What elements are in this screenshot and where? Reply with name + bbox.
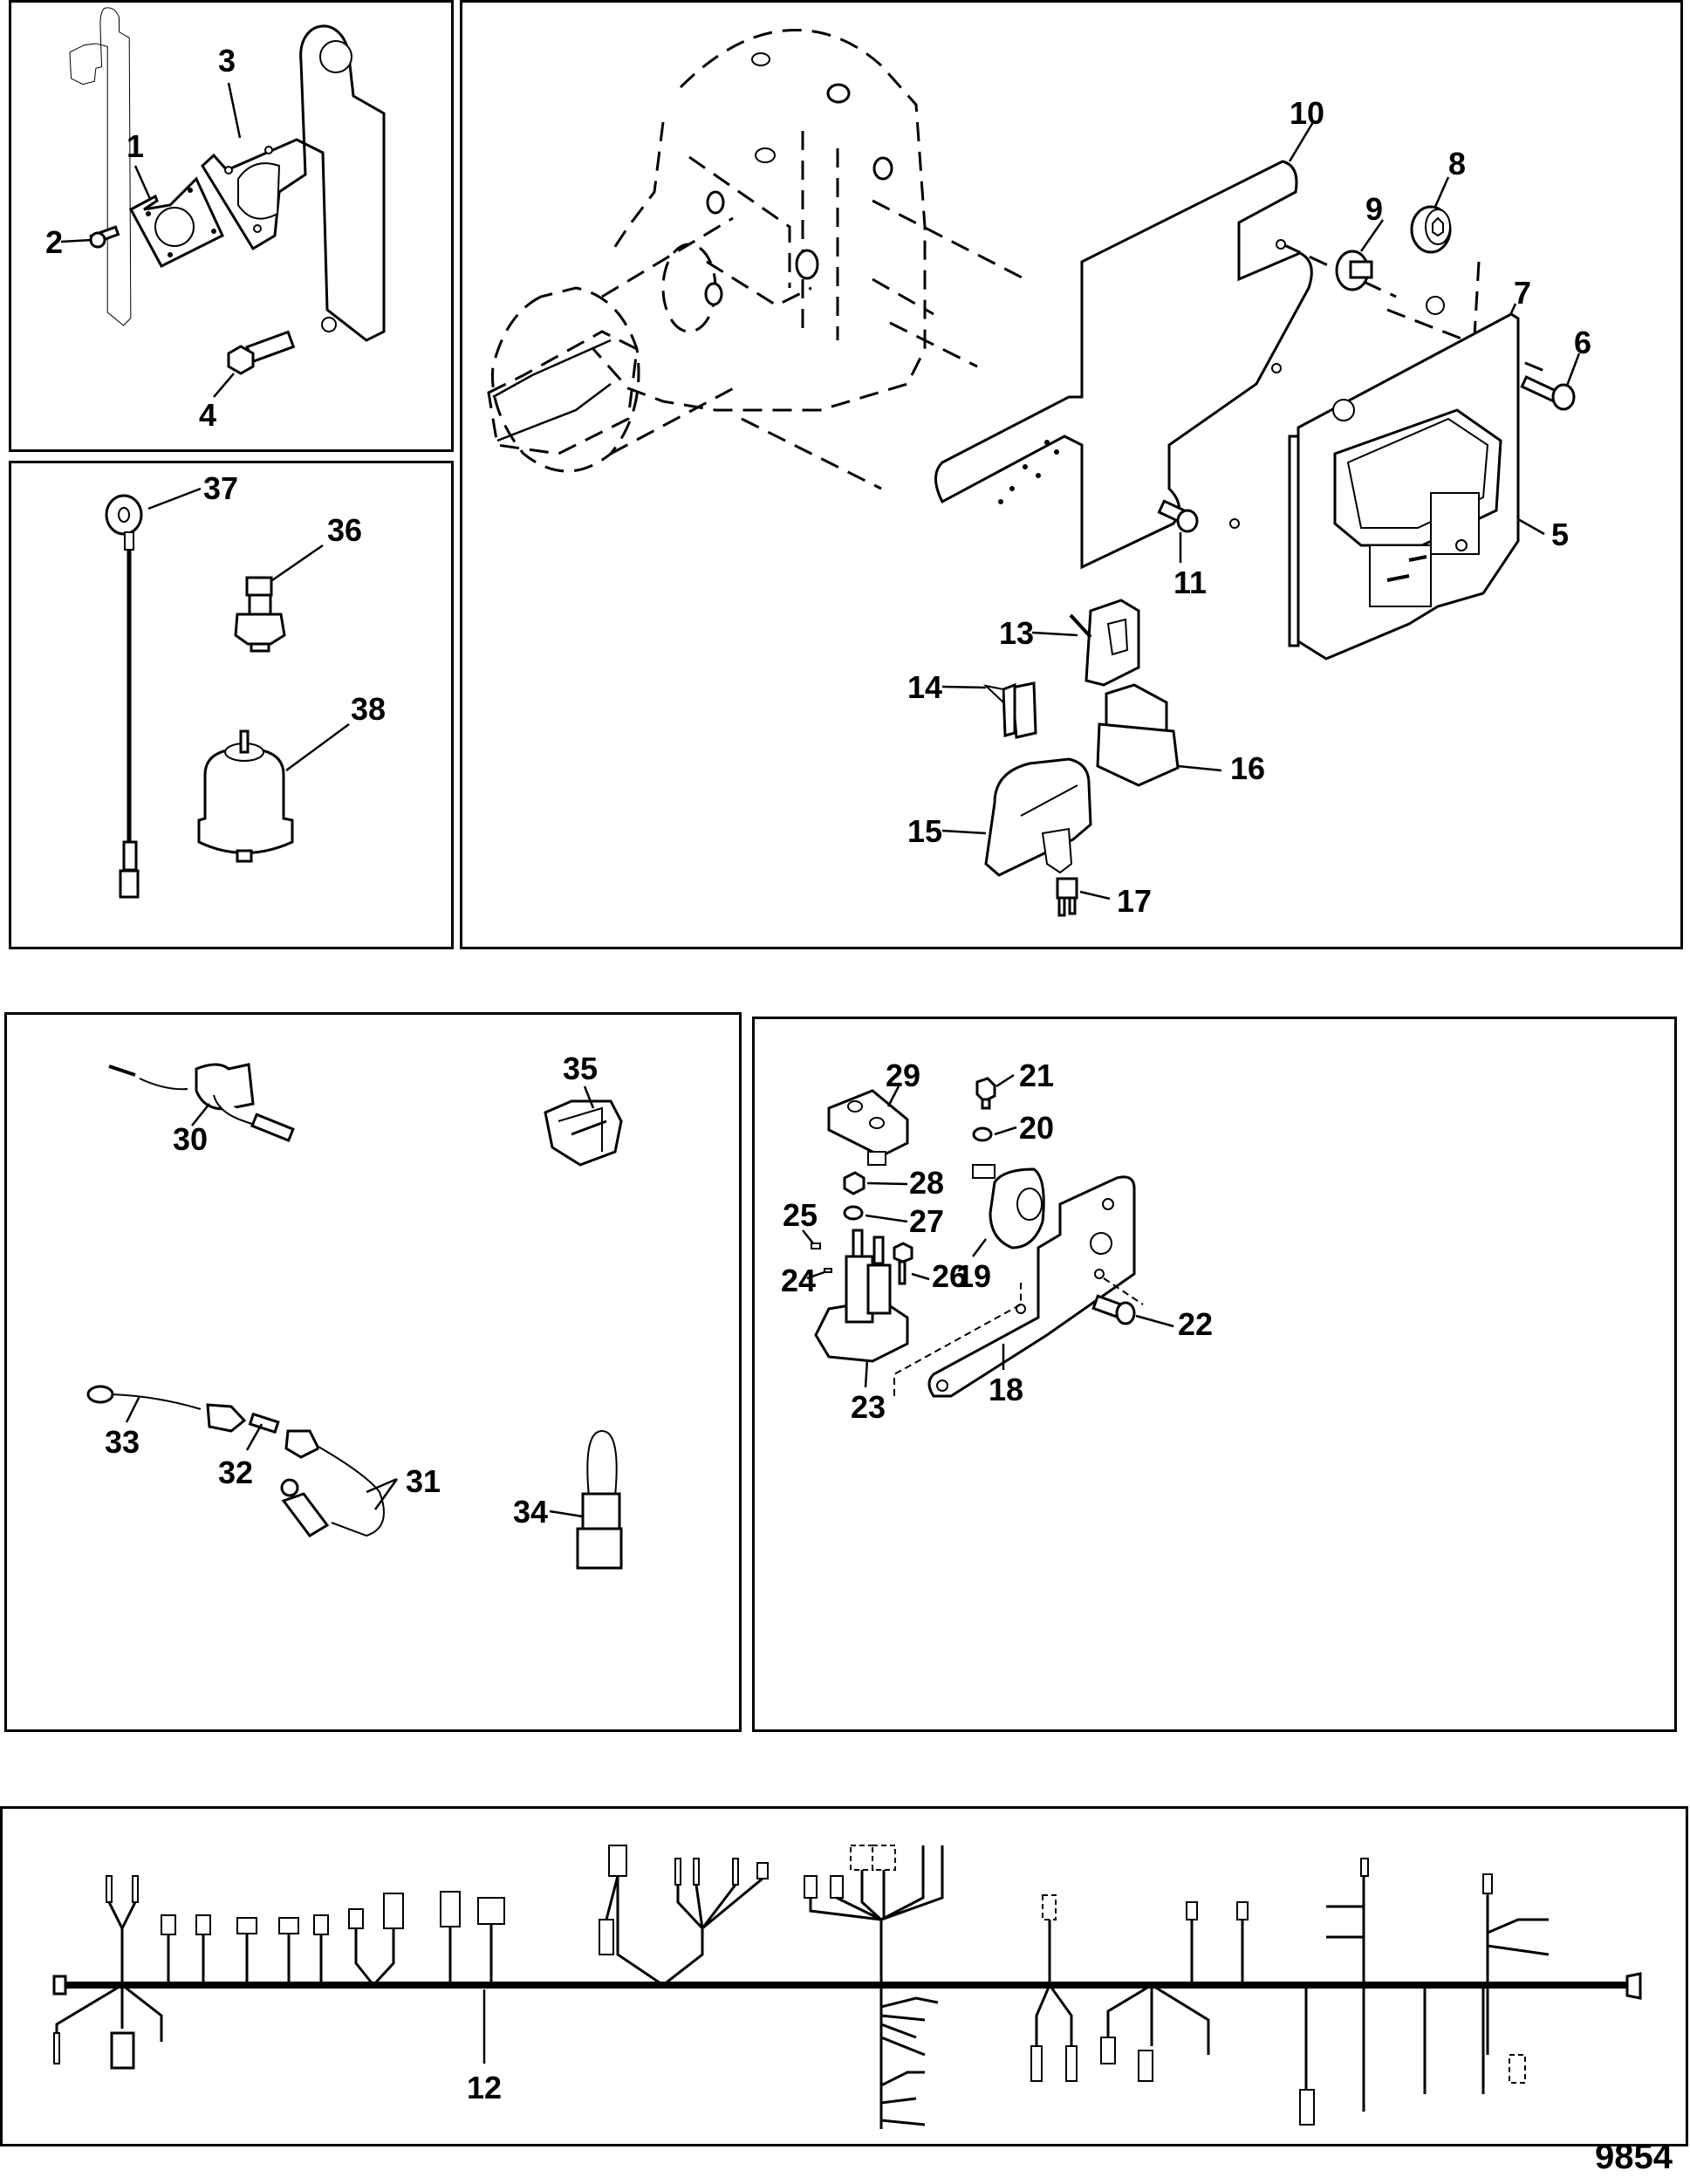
nut-20 <box>972 1126 993 1142</box>
label-part-27: 27 <box>909 1203 944 1239</box>
plate-1 <box>128 176 224 268</box>
label-part-9: 9 <box>1365 191 1383 227</box>
connector-35 <box>544 1099 623 1167</box>
sensor-30 <box>108 1063 295 1143</box>
solenoid-19 <box>972 1164 1045 1249</box>
label-part-29: 29 <box>886 1058 920 1093</box>
label-part-30: 30 <box>173 1121 208 1157</box>
label-part-7: 7 <box>1514 275 1531 311</box>
panel-wiring-harness <box>0 1806 1688 2146</box>
label-part-5: 5 <box>1551 517 1569 552</box>
label-part-25: 25 <box>783 1197 818 1233</box>
ecm-bracket-10 <box>934 160 1313 570</box>
solenoid-23 <box>814 1229 909 1363</box>
label-part-17: 17 <box>1117 883 1152 919</box>
panel-sensors <box>9 461 454 949</box>
label-part-38: 38 <box>351 691 386 727</box>
knock-sensor-37 <box>105 494 143 899</box>
label-part-26: 26 <box>932 1258 967 1294</box>
terminal-24 <box>824 1268 832 1273</box>
label-part-18: 18 <box>989 1372 1023 1407</box>
bolt-26 <box>893 1242 913 1285</box>
oil-pressure-sender-38 <box>197 729 294 863</box>
label-part-10: 10 <box>1290 95 1324 131</box>
label-part-8: 8 <box>1448 146 1466 181</box>
label-part-11: 11 <box>1173 565 1207 600</box>
label-part-36: 36 <box>327 512 362 548</box>
label-part-34: 34 <box>513 1494 548 1530</box>
screw-22 <box>1091 1294 1136 1325</box>
label-part-23: 23 <box>851 1389 886 1425</box>
jumper-loop-34 <box>576 1429 623 1570</box>
label-part-15: 15 <box>907 813 942 849</box>
label-part-14: 14 <box>907 669 942 705</box>
label-part-13: 13 <box>999 615 1034 651</box>
cover-15 <box>984 757 1092 877</box>
wiring-harness-12 <box>52 1845 1642 2129</box>
screw-11 <box>1157 499 1199 533</box>
label-part-28: 28 <box>909 1165 944 1201</box>
label-part-12: 12 <box>467 2070 502 2105</box>
label-part-33: 33 <box>105 1424 140 1460</box>
label-part-20: 20 <box>1019 1110 1054 1146</box>
fuse-holder-14 <box>982 681 1037 739</box>
label-part-24: 24 <box>781 1263 816 1298</box>
nut-28 <box>843 1171 866 1195</box>
washer-27 <box>843 1205 864 1221</box>
label-part-2: 2 <box>45 224 63 260</box>
label-part-4: 4 <box>199 397 216 433</box>
fuse-17 <box>1056 877 1078 917</box>
label-part-37: 37 <box>203 470 238 506</box>
terminal-cover-29 <box>827 1089 909 1166</box>
label-part-6: 6 <box>1574 325 1591 360</box>
label-part-21: 21 <box>1019 1058 1054 1093</box>
relay-16 <box>1096 683 1180 787</box>
figure-number: 9854 <box>1595 2138 1673 2176</box>
ecm-module-5 <box>1288 296 1520 661</box>
label-part-19: 19 <box>956 1258 991 1294</box>
bolt-6 <box>1520 375 1576 411</box>
grommet-8 <box>1410 205 1452 254</box>
label-part-31: 31 <box>406 1463 441 1499</box>
label-part-22: 22 <box>1178 1306 1213 1342</box>
pressure-sender-36 <box>234 576 286 653</box>
label-part-35: 35 <box>563 1051 598 1086</box>
cable-31-32-33 <box>86 1385 385 1537</box>
bolt-21 <box>975 1077 996 1110</box>
label-part-3: 3 <box>218 43 236 79</box>
transmission-housing-ghost <box>490 29 934 473</box>
spacer-9 <box>1335 250 1373 291</box>
fuse-holder-13 <box>1069 599 1140 687</box>
label-part-16: 16 <box>1230 750 1265 786</box>
label-part-32: 32 <box>218 1455 253 1490</box>
connector-ghost <box>487 330 639 455</box>
bracket-3 <box>69 7 132 326</box>
terminal-25 <box>811 1243 821 1249</box>
label-part-1: 1 <box>127 128 144 164</box>
bolt-4 <box>227 330 296 375</box>
